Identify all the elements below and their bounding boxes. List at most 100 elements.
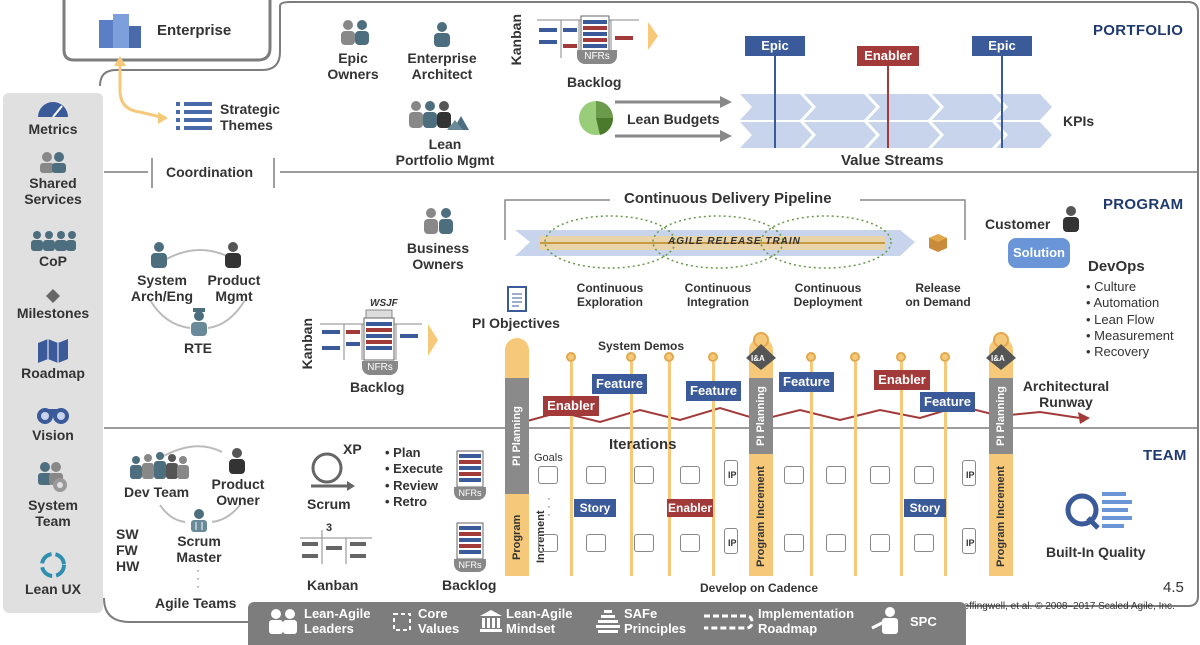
develop-on-cadence-label: Develop on Cadence [700,581,819,595]
iteration-dots: ··· [547,491,551,521]
sidebar-item-roadmap[interactable]: Roadmap [3,339,103,381]
diamond-icon [46,289,60,303]
team-backlog-stack-2[interactable] [456,522,484,562]
document-icon [507,286,527,312]
community-icon [31,231,76,251]
value-streams-label: Value Streams [841,152,944,169]
sidebar-item-milestones[interactable]: Milestones [3,289,103,321]
program-increment-label: Program Increment [749,458,773,576]
values-icon [393,613,411,631]
program-increment-label: Program Increment [989,458,1013,576]
sidebar-label: Services [24,191,82,207]
customer-label: Customer [985,216,1051,232]
team-backlog-stack-1[interactable] [456,450,484,490]
solution-badge[interactable]: Solution [1008,238,1070,268]
enabler-tag-2[interactable]: Enabler [874,370,930,390]
story-tag-1[interactable]: Story [574,499,616,517]
cdp-title: Continuous Delivery Pipeline [624,190,832,207]
package-icon [929,234,947,252]
feature-tag-1[interactable]: Feature [592,374,647,394]
foundation-spc[interactable]: SPC [870,607,960,634]
cycle-icon [40,552,66,578]
dev-team-label: Dev Team [124,484,190,500]
sidebar-item-lean-ux[interactable]: Lean UX [3,551,103,597]
pie-chart-icon [578,98,614,138]
people-icon [40,152,66,173]
ip-label-1: IP [728,470,737,480]
sidebar-label: System [28,497,78,513]
system-demos-label: System Demos [598,339,685,353]
story-tag-2[interactable]: Story [904,499,946,517]
copyright-label: Leffingwell, et al. © 2008–2017 Scaled A… [958,601,1175,612]
binoculars-icon [37,408,69,424]
epic-tag-1[interactable]: Epic [745,36,805,56]
leaders-icon [269,609,297,634]
sidebar-item-metrics[interactable]: Metrics [3,97,103,137]
temple-icon [480,610,502,632]
feature-tag-4[interactable]: Feature [920,392,975,412]
team-kanban-board[interactable]: 3 [298,522,374,568]
enabler-story-tag[interactable]: Enabler [667,499,713,517]
program-kanban-board[interactable] [318,308,426,366]
sidebar-item-cop[interactable]: CoP [3,229,103,269]
portfolio-kanban-label: Kanban [508,14,524,66]
sidebar-item-vision[interactable]: Vision [3,403,103,443]
scrum-label: Scrum [307,496,351,512]
team-nfrs-2: NFRs [454,559,486,572]
ia-badge-1: I&A [742,332,780,370]
customer-icon [1060,204,1082,232]
sidebar-label: Metrics [28,121,78,137]
program-level-label: PROGRAM [1103,196,1184,213]
lean-budgets-label: Lean Budgets [627,111,720,127]
team-level-label: TEAM [1143,447,1187,464]
program-backlog-label: Backlog [350,379,405,395]
pi-column-1: PI Planning Program Increment [505,338,547,576]
enabler-tag-1[interactable]: Enabler [543,396,599,416]
feature-tag-3[interactable]: Feature [779,372,834,392]
stack-icon [596,610,620,633]
enabler-tag[interactable]: Enabler [857,46,919,66]
sidebar-label: Roadmap [21,365,85,381]
devops-title: DevOps [1088,258,1145,275]
epic-tag-2[interactable]: Epic [972,36,1032,56]
pi-column-3: PI Planning Program Increment [989,338,1013,576]
person-icon [431,20,453,48]
business-owners-icon [421,206,457,236]
iterations-label: Iterations [609,436,677,453]
feature-tag-2[interactable]: Feature [686,381,741,401]
gauge-icon [38,102,68,118]
sidebar-label: CoP [39,253,67,269]
team-backlog-label: Backlog [442,577,497,593]
portfolio-backlog-label: Backlog [567,74,622,90]
coordination-label: Coordination [166,164,254,180]
enterprise-icon [95,12,145,48]
team-nfrs-1: NFRs [454,487,486,500]
map-icon [38,339,68,363]
pi-planning-label: PI Planning [749,378,773,454]
program-increment-label: Program Increment [505,498,547,576]
sidebar-label: Milestones [16,305,90,321]
dev-team-icon [128,450,190,482]
program-nfrs: NFRs [362,361,398,375]
team-kanban-label: Kanban [307,577,359,593]
scrum-cycle-icon [305,446,357,496]
product-owner-icon [226,446,248,474]
art-label: AGILE RELEASE TRAIN [668,236,801,247]
